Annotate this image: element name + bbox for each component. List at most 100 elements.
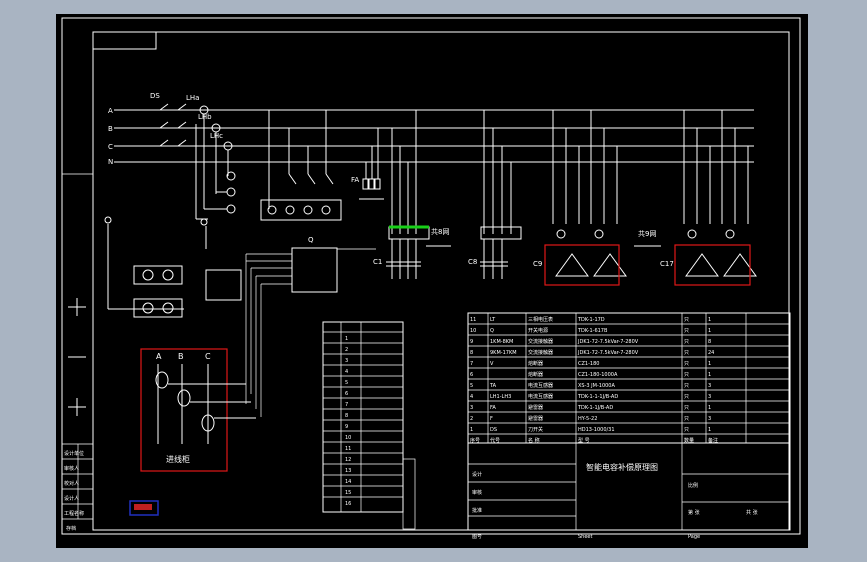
approve-label: 批准: [472, 507, 482, 514]
label-c9: C9: [533, 260, 542, 268]
terminal-row-label: 3: [345, 358, 348, 364]
terminal-row-label: 11: [345, 446, 351, 452]
terminal-row-label: 1: [345, 336, 348, 342]
bom-cell: 只: [684, 372, 689, 378]
sheets-label: 共 张: [746, 509, 758, 516]
c17-highlight-box: [674, 244, 751, 286]
c9-highlight-box: [544, 244, 620, 286]
bom-header-cell: 备注: [708, 437, 718, 444]
lightning-arrester-icon: [359, 128, 384, 200]
title-block: [467, 442, 791, 531]
bom-cell: 只: [684, 328, 689, 334]
current-transformer-icon: [195, 105, 236, 220]
label-ds: DS: [150, 92, 160, 100]
bom-cell: 电流互感器: [528, 393, 553, 400]
bom-cell: 1: [708, 405, 711, 411]
bom-header-cell: 数量: [684, 437, 694, 444]
label-q: Q: [308, 236, 314, 244]
bom-cell: 熔断器: [528, 360, 543, 367]
bom-cell: 5: [470, 383, 473, 389]
bom-cell: 3: [708, 394, 711, 400]
controller-q-box: [291, 247, 338, 293]
bom-cell: TDK-1-1J/B-AD: [577, 405, 613, 411]
bom-cell: 只: [684, 383, 689, 389]
bom-cell: 熔断器: [528, 371, 543, 378]
bom-cell: 电流互感器: [528, 382, 553, 389]
bus-label-c: C: [108, 143, 113, 151]
label-c1: C1: [373, 258, 382, 266]
outer-frame: [61, 17, 801, 535]
terminal-row-label: 12: [345, 457, 351, 463]
registration-cross-icon: [68, 398, 86, 416]
bom-cell: 避雷器: [528, 415, 543, 422]
label-lha: LHa: [186, 94, 199, 102]
phase-label-a: A: [156, 352, 162, 361]
registration-cross-icon: [68, 298, 86, 316]
footer-left: 图号: [472, 534, 482, 540]
bom-cell: 1: [708, 317, 711, 323]
bom-cell: 避雷器: [528, 404, 543, 411]
terminal-row-label: 4: [345, 369, 348, 375]
bom-cell: HD13-1000/31: [578, 427, 615, 433]
disconnector-switch-icon: [159, 103, 187, 147]
design-label: 设计: [472, 471, 482, 478]
bom-header-cell: 名 称: [528, 437, 540, 444]
bom-cell: HY-5-22: [578, 416, 597, 422]
drawing-sheet: 设计单位 审核人 校对人 设计人 工程名称 存档 A B C N: [56, 14, 808, 548]
capacitor-group-c17: [683, 110, 757, 277]
bom-cell: 8: [470, 350, 473, 356]
bom-cell: 6: [470, 372, 473, 378]
footer-mid: Sheet: [578, 534, 592, 540]
bom-header-cell: 序号: [470, 437, 480, 444]
bus-label-b: B: [108, 125, 113, 133]
bom-cell: 1: [708, 372, 711, 378]
scale-label: 比例: [688, 482, 698, 489]
bom-cell: 交流接触器: [528, 338, 553, 345]
bom-cell: 交流接触器: [528, 349, 553, 356]
terminal-row-label: 5: [345, 380, 348, 386]
bom-cell: 11: [470, 317, 476, 323]
bom-cell: 只: [684, 416, 689, 422]
bom-cell: LT: [490, 317, 496, 323]
capacitor-group-c9: [552, 110, 627, 277]
check-label: 审核: [472, 489, 482, 496]
bom-cell: DS: [490, 427, 497, 433]
bom-cell: 只: [684, 339, 689, 345]
left-strip-archive: 存档: [66, 525, 76, 532]
label-group8: 共8网: [431, 227, 449, 236]
stamp-box: [129, 500, 159, 516]
bom-cell: 只: [684, 394, 689, 400]
terminal-row-label: 9: [345, 424, 348, 430]
bom-cell: 刀开关: [528, 426, 543, 433]
bom-cell: 9: [470, 339, 473, 345]
terminal-row-label: 7: [345, 402, 348, 408]
bom-cell: 4: [470, 394, 473, 400]
bom-cell: 8: [708, 339, 711, 345]
bom-cell: FA: [490, 405, 496, 411]
controller-wiring: [245, 248, 376, 417]
label-lhc: LHc: [210, 132, 223, 140]
bom-cell: 3: [470, 405, 473, 411]
bom-cell: 1: [708, 427, 711, 433]
footer-right: Page: [688, 534, 700, 540]
bom-cell: 只: [684, 317, 689, 323]
stamp-mark: [134, 504, 152, 510]
terminal-strip: [322, 321, 404, 513]
bom-header-cell: 代号: [490, 437, 500, 444]
label-c17: C17: [660, 260, 674, 268]
terminal-row-label: 15: [345, 490, 351, 496]
phase-label-c: C: [205, 352, 211, 361]
bom-cell: XS-3 JM-1000A: [578, 383, 615, 389]
bom-cell: JDK1-72-7.5kVar-7-280V: [577, 339, 639, 345]
left-strip-label: 设计人: [64, 495, 79, 502]
incoming-cabinet-box: [140, 348, 228, 472]
left-strip-label: 审核人: [64, 465, 79, 472]
incoming-cabinet-label: 进线柜: [166, 454, 190, 464]
bom-cell: 1KM-8KM: [490, 339, 513, 345]
terminal-row-label: 6: [345, 391, 348, 397]
bom-cell: TDK-1-1-1J/B-AD: [577, 394, 618, 400]
bom-table: [467, 312, 791, 444]
bus-label-n: N: [108, 158, 113, 166]
terminal-row-label: 14: [345, 479, 351, 485]
